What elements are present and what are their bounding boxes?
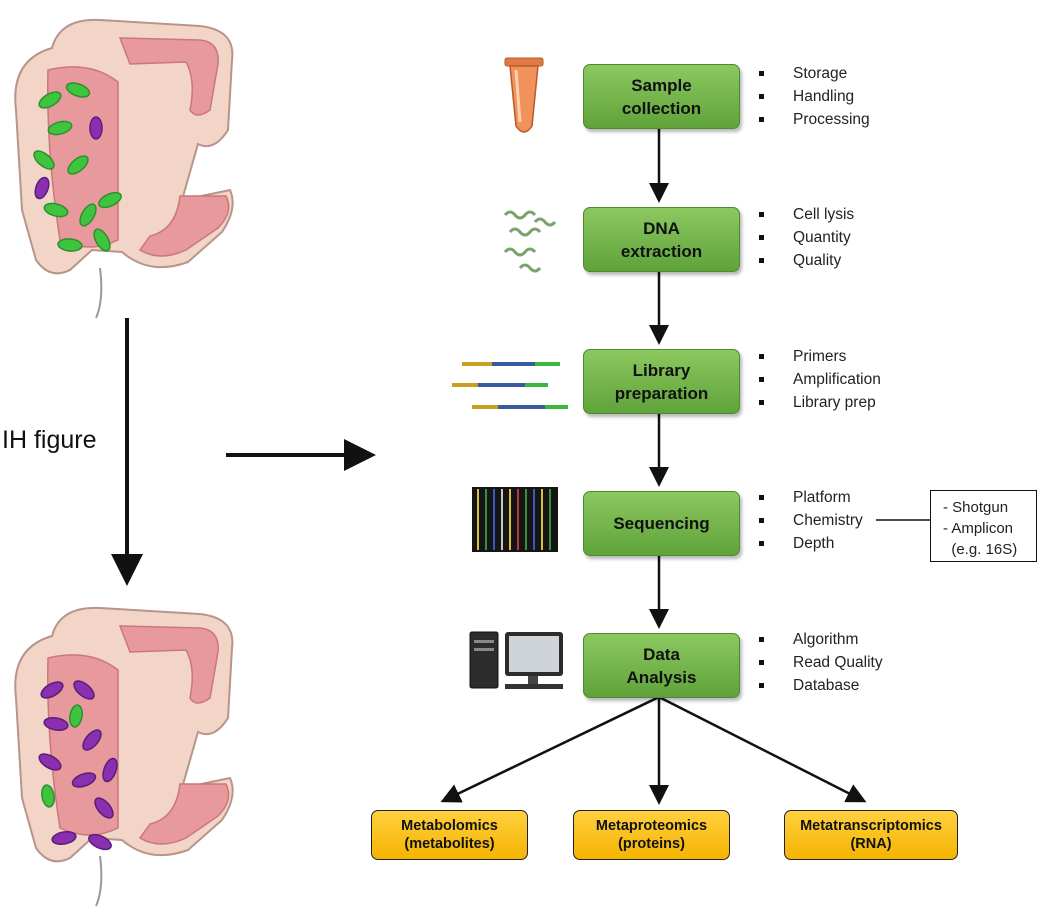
sequencing-types-box: - Shotgun - Amplicon (e.g. 16S) [930,490,1037,562]
omics-label: Metatranscriptomics (RNA) [800,818,942,852]
step-label: Library preparation [614,360,709,403]
data-analysis-bullets: Algorithm Read Quality Database [757,628,883,697]
step-sample-collection: Sample collection [583,64,740,129]
bullet-item: Library prep [757,391,881,414]
bullet-item: Chemistry [757,509,863,532]
step-label: Sequencing [613,514,710,533]
dna-fragments-icon [452,362,568,409]
step-library-preparation: Library preparation [583,349,740,414]
dysbiotic-gut-illustration [14,606,234,907]
step-label: DNA extraction [620,218,703,261]
bullet-item: Storage [757,62,870,85]
sequencing-type: (e.g. 16S) [943,541,1018,558]
omics-metatranscriptomics: Metatranscriptomics (RNA) [784,810,958,860]
sequencing-type: - Shotgun [943,499,1009,516]
bullet-item: Quality [757,249,854,272]
bullet-item: Platform [757,486,863,509]
ih-figure-label: IH figure [2,426,97,454]
sequencing-bullets: Platform Chemistry Depth [757,486,863,555]
microtube-icon [504,57,544,133]
bullet-item: Amplification [757,368,881,391]
dna-extraction-bullets: Cell lysis Quantity Quality [757,203,854,272]
step-data-analysis: Data Analysis [583,633,740,698]
sequencing-type: - Amplicon [943,520,1014,537]
omics-label: Metaproteomics (proteins) [595,818,708,852]
omics-metaproteomics: Metaproteomics (proteins) [573,810,730,860]
computer-icon [469,631,563,689]
bullet-item: Quantity [757,226,854,249]
sequencing-image-icon [472,487,558,552]
library-preparation-bullets: Primers Amplification Library prep [757,345,881,414]
bullet-item: Read Quality [757,651,883,674]
omics-metabolomics: Metabolomics (metabolites) [371,810,528,860]
healthy-gut-illustration [14,18,234,319]
sample-collection-bullets: Storage Handling Processing [757,62,870,131]
bullet-item: Depth [757,532,863,555]
bullet-item: Database [757,674,883,697]
step-dna-extraction: DNA extraction [583,207,740,272]
dna-helix-icon [503,210,557,273]
bullet-item: Algorithm [757,628,883,651]
bullet-item: Primers [757,345,881,368]
bullet-item: Cell lysis [757,203,854,226]
omics-label: Metabolomics (metabolites) [401,818,498,852]
step-label: Sample collection [621,75,702,118]
step-sequencing: Sequencing [583,491,740,556]
step-label: Data Analysis [626,644,697,687]
bullet-item: Handling [757,85,870,108]
bullet-item: Processing [757,108,870,131]
workflow-arrows [440,128,867,805]
